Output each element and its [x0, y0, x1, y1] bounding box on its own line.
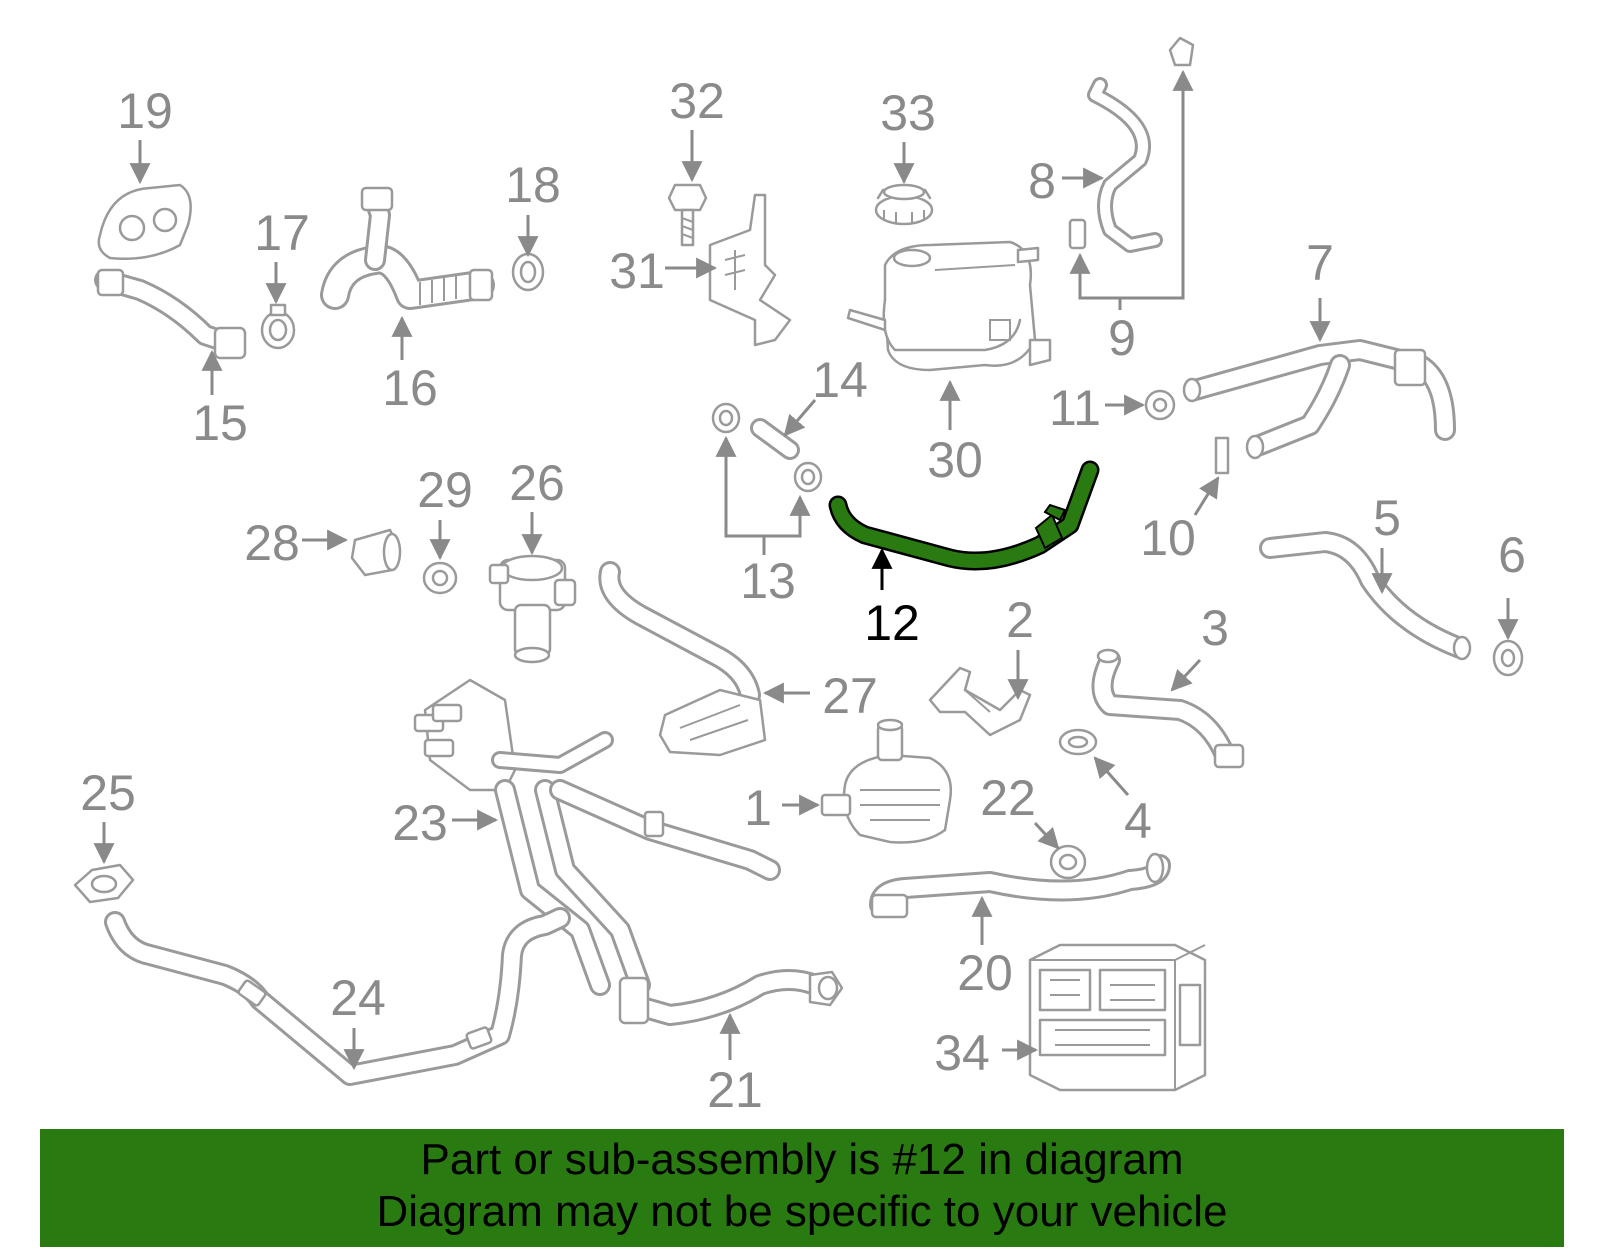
info-banner: Part or sub-assembly is #12 in diagram D… — [40, 1129, 1564, 1247]
part-13-clamp-a[interactable] — [711, 402, 741, 434]
banner-disclaimer-line: Diagram may not be specific to your vehi… — [376, 1187, 1228, 1236]
banner-part-line: Part or sub-assembly is #12 in diagram — [420, 1135, 1184, 1184]
leader-22 — [1033, 821, 1060, 850]
label-20[interactable]: 20 — [957, 945, 1013, 1001]
part-12-hose-fill — [831, 463, 1097, 569]
part-8-pipe[interactable] — [1087, 77, 1163, 253]
label-19[interactable]: 19 — [117, 83, 173, 139]
label-21[interactable]: 21 — [707, 1062, 763, 1118]
part-7-pipe-assembly[interactable] — [1182, 339, 1456, 460]
part-10-tag[interactable] — [1214, 436, 1230, 475]
part-32-bolt[interactable] — [667, 183, 708, 247]
part-19-gasket[interactable] — [97, 183, 192, 260]
label-3[interactable]: 3 — [1201, 600, 1229, 656]
leader-4 — [1093, 756, 1130, 796]
leader-14 — [783, 399, 817, 437]
label-6[interactable]: 6 — [1498, 527, 1526, 583]
label-8[interactable]: 8 — [1028, 153, 1056, 209]
label-12[interactable]: 12 — [864, 595, 920, 651]
label-34[interactable]: 34 — [934, 1025, 990, 1081]
part-13-clamp-b[interactable] — [793, 461, 823, 493]
part-17-clamp[interactable] — [260, 303, 296, 350]
label-17[interactable]: 17 — [254, 205, 310, 261]
part-11-clamp[interactable] — [1144, 389, 1176, 421]
part-9-clip-a[interactable] — [1068, 218, 1087, 250]
part-27-hose[interactable] — [598, 561, 767, 757]
leader-13-b — [764, 494, 811, 538]
part-6-clamp[interactable] — [1492, 639, 1524, 677]
label-31[interactable]: 31 — [609, 243, 665, 299]
leader-9-b — [1120, 69, 1194, 300]
part-18-clamp[interactable] — [511, 252, 545, 292]
label-18[interactable]: 18 — [505, 157, 561, 213]
label-25[interactable]: 25 — [80, 765, 136, 821]
part-12-hose-highlighted[interactable] — [828, 460, 1100, 571]
label-10[interactable]: 10 — [1140, 510, 1196, 566]
part-25-clamp[interactable] — [73, 863, 135, 904]
part-5-hose[interactable] — [1259, 531, 1472, 661]
label-24[interactable]: 24 — [330, 970, 386, 1026]
label-14[interactable]: 14 — [812, 352, 868, 408]
label-7[interactable]: 7 — [1306, 235, 1334, 291]
label-5[interactable]: 5 — [1373, 490, 1401, 546]
part-3-hose[interactable] — [1091, 648, 1245, 769]
label-32[interactable]: 32 — [669, 73, 725, 129]
part-28-fitting[interactable] — [350, 528, 402, 577]
part-20-hose[interactable] — [869, 852, 1171, 919]
part-16-hose[interactable] — [320, 186, 495, 310]
label-27[interactable]: 27 — [822, 668, 878, 724]
part-34-inverter[interactable] — [1028, 943, 1207, 1092]
part-1-pump[interactable] — [820, 718, 953, 844]
part-21-hose[interactable] — [618, 969, 844, 1026]
part-30-reservoir[interactable] — [846, 240, 1052, 372]
label-33[interactable]: 33 — [880, 85, 936, 141]
part-14-hose[interactable] — [750, 418, 800, 460]
label-23[interactable]: 23 — [392, 795, 448, 851]
label-4[interactable]: 4 — [1124, 793, 1152, 849]
label-29[interactable]: 29 — [417, 462, 473, 518]
part-22-clamp[interactable] — [1049, 844, 1087, 880]
leader-10 — [1193, 476, 1220, 516]
label-1[interactable]: 1 — [744, 780, 772, 836]
leader-13-a — [715, 435, 766, 555]
part-4-clamp[interactable] — [1058, 728, 1098, 756]
label-16[interactable]: 16 — [382, 360, 438, 416]
label-11[interactable]: 11 — [1049, 380, 1101, 436]
label-9[interactable]: 9 — [1108, 310, 1136, 366]
label-2[interactable]: 2 — [1006, 592, 1034, 648]
label-28[interactable]: 28 — [244, 515, 300, 571]
label-26[interactable]: 26 — [509, 455, 565, 511]
part-26-valve[interactable] — [488, 554, 577, 664]
part-31-bracket[interactable] — [708, 193, 792, 347]
part-15-hose[interactable] — [94, 268, 247, 360]
label-22[interactable]: 22 — [980, 770, 1036, 826]
part-24-hose[interactable] — [104, 907, 571, 1086]
part-9-clip-b[interactable] — [1168, 36, 1195, 67]
part-2-bracket[interactable] — [928, 666, 1032, 737]
label-13[interactable]: 13 — [740, 553, 796, 609]
part-23-pipe-assembly[interactable] — [413, 678, 781, 996]
part-33-cap[interactable] — [874, 183, 934, 226]
label-30[interactable]: 30 — [927, 432, 983, 488]
leader-3 — [1170, 658, 1202, 692]
label-15[interactable]: 15 — [192, 395, 248, 451]
part-29-clamp[interactable] — [422, 561, 458, 595]
leader-9-a — [1069, 252, 1122, 310]
